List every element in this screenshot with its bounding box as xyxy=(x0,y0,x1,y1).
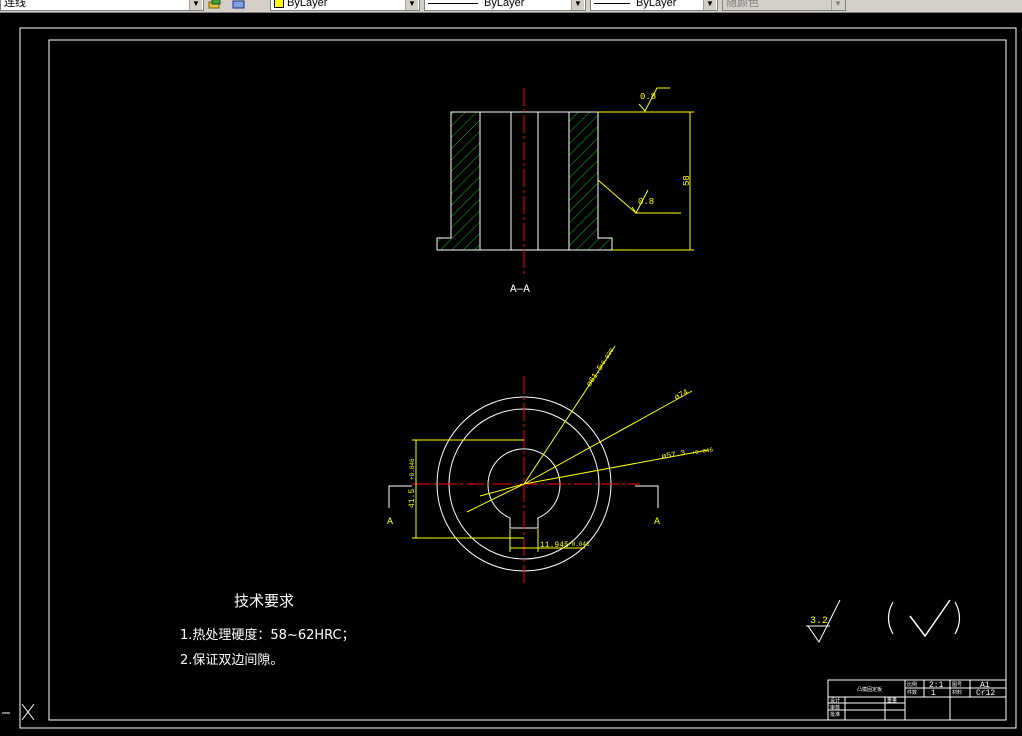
row-design: 设计 xyxy=(830,697,840,704)
linetype-control[interactable]: ByLayer ▼ xyxy=(424,0,586,11)
inner-diameter-tolerance: +0.046 xyxy=(691,446,714,457)
chevron-down-icon[interactable]: ▼ xyxy=(703,0,716,10)
sheet-outer-border xyxy=(19,27,1017,729)
sheet-value: A1 xyxy=(980,681,990,690)
tech-requirements-title: 技术要求 xyxy=(234,592,294,610)
roughness-general-label: 3.2 xyxy=(810,616,828,627)
tech-requirement-1: 1.热处理硬度：58~62HRC； xyxy=(180,627,355,643)
hatch-right-wall xyxy=(569,112,598,250)
roughness-top-label: 0.8 xyxy=(640,92,656,102)
row-check: 审核 xyxy=(830,704,840,711)
linetype-control-value: ByLayer xyxy=(484,0,525,9)
cut-label-right: A xyxy=(654,517,660,528)
sheet-inner-border xyxy=(48,39,1007,721)
tech-requirement-2: 2.保证双边间隙。 xyxy=(180,653,283,668)
row-weight: 重量 xyxy=(887,697,897,704)
layer-manager-icon[interactable] xyxy=(208,0,222,10)
keyway-width-dimension: 11.945 xyxy=(540,541,569,550)
lineweight-preview xyxy=(594,2,630,4)
roughness-inner-label: 0.8 xyxy=(638,197,654,207)
chevron-down-icon[interactable]: ▼ xyxy=(189,0,202,10)
part-name: 凸模固定板 xyxy=(857,686,882,693)
linetype-preview xyxy=(428,2,478,4)
row-approve: 批准 xyxy=(830,711,840,718)
material-value: Cr12 xyxy=(976,689,995,698)
material-label: 材料 xyxy=(952,689,962,696)
outer-diameter-dimension: ø74 xyxy=(673,388,690,403)
general-roughness-symbol xyxy=(806,599,961,643)
layer-dropdown-value: 连线 xyxy=(4,0,26,9)
lineweight-control-value: ByLayer xyxy=(636,0,677,9)
color-swatch xyxy=(274,0,284,9)
lineweight-control[interactable]: ByLayer ▼ xyxy=(590,0,718,11)
keyway-depth-tolerance: +0.046 xyxy=(409,458,416,480)
sheet-label: 图号 xyxy=(952,682,962,688)
scale-label: 比例 xyxy=(907,681,917,688)
keyed-bore xyxy=(487,448,561,529)
color-control[interactable]: ByLayer ▼ xyxy=(270,0,420,11)
layer-previous-icon[interactable] xyxy=(232,0,246,10)
qty-value: 1 xyxy=(931,689,936,698)
layer-dropdown[interactable]: 连线 ▼ xyxy=(0,0,204,11)
inner-diameter-dimension: ø57.3 xyxy=(661,449,686,462)
title-block xyxy=(827,679,1007,721)
plotstyle-control[interactable]: 随颜色 ▼ xyxy=(722,0,846,11)
ucs-icon xyxy=(2,703,35,721)
qty-label: 件数 xyxy=(907,689,917,696)
hatch-left-wall xyxy=(451,112,480,250)
section-view xyxy=(436,87,694,275)
color-control-value: ByLayer xyxy=(287,0,328,9)
plan-view xyxy=(388,345,709,584)
plotstyle-control-value: 随颜色 xyxy=(726,0,759,9)
section-label: A—A xyxy=(510,284,530,296)
keyway-depth-dimension: 41.5 xyxy=(408,489,417,508)
bore-diameter-tolerance: +0.030 xyxy=(598,347,616,369)
chevron-down-icon[interactable]: ▼ xyxy=(405,0,418,10)
keyway-width-tolerance: +0.046 xyxy=(568,541,590,548)
chevron-down-icon[interactable]: ▼ xyxy=(571,0,584,10)
cut-label-left: A xyxy=(387,517,393,528)
scale-value: 2:1 xyxy=(929,681,944,690)
properties-toolbar: 连线 ▼ ByLayer ▼ ByLayer ▼ ByLayer ▼ 随颜色 ▼ xyxy=(0,0,1022,13)
height-dimension: 58 xyxy=(682,175,692,186)
chevron-down-icon[interactable]: ▼ xyxy=(831,0,844,10)
